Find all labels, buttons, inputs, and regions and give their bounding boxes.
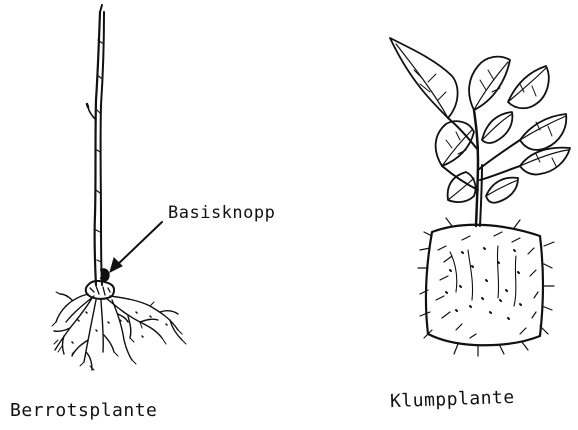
callout-arrow bbox=[110, 222, 162, 272]
label-bare-root-plant: Berrotsplante bbox=[10, 402, 157, 420]
basal-bud bbox=[101, 269, 109, 280]
plug-plant-stem bbox=[442, 110, 520, 226]
label-plug-plant: Klumpplante bbox=[390, 389, 515, 411]
seedling-stem bbox=[87, 5, 104, 285]
plug-plant bbox=[390, 38, 570, 356]
seedling-roots bbox=[52, 292, 186, 370]
plug-plant-leaves bbox=[390, 38, 570, 203]
label-basal-bud: Basisknopp bbox=[168, 205, 275, 222]
soil-plug bbox=[418, 218, 554, 356]
bare-root-seedling bbox=[52, 5, 186, 370]
